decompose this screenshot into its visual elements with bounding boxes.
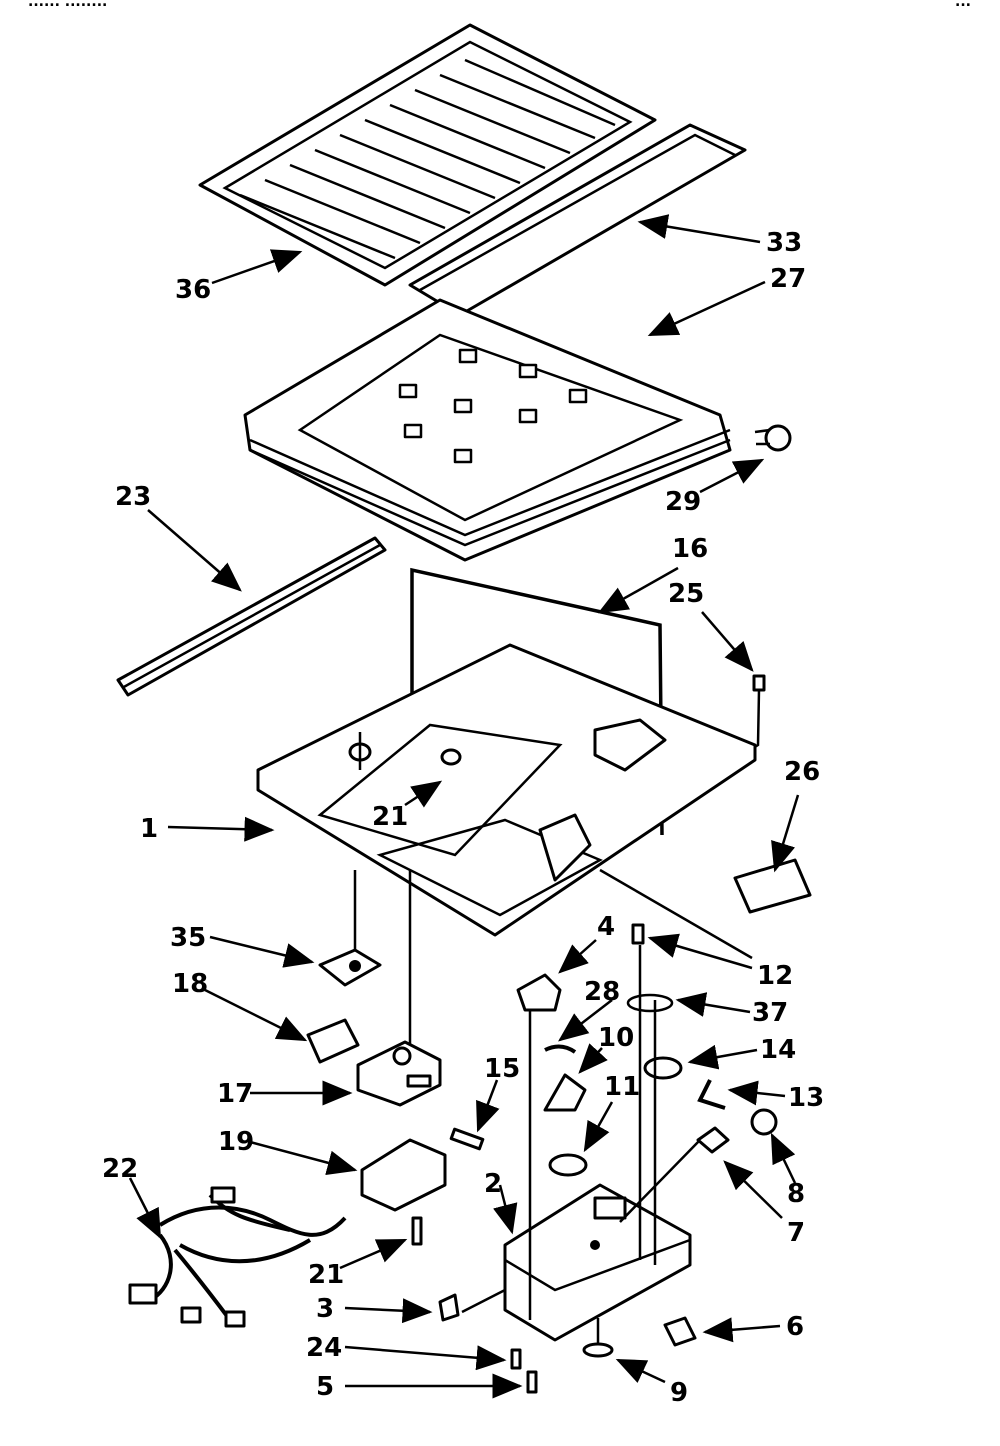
label-27: 27 bbox=[770, 264, 806, 294]
label-21b: 21 bbox=[308, 1260, 344, 1290]
label-10: 10 bbox=[598, 1023, 634, 1053]
label-13: 13 bbox=[788, 1083, 824, 1113]
label-35: 35 bbox=[170, 923, 206, 953]
ring-37 bbox=[626, 993, 674, 1013]
bracket-2 bbox=[503, 945, 692, 1342]
part-8 bbox=[750, 1108, 778, 1136]
label-8: 8 bbox=[787, 1179, 805, 1209]
label-33: 33 bbox=[766, 228, 802, 258]
part-7 bbox=[696, 1126, 730, 1154]
label-4: 4 bbox=[597, 912, 615, 942]
part-labels: 36 33 27 29 23 16 25 26 1 21 35 4 12 18 … bbox=[102, 228, 824, 1408]
header-right: ... bbox=[955, 0, 971, 10]
label-5: 5 bbox=[316, 1372, 334, 1402]
shelf-36 bbox=[198, 23, 657, 287]
control-17 bbox=[356, 870, 442, 1107]
part-11 bbox=[548, 1153, 588, 1177]
part-28 bbox=[544, 1044, 577, 1054]
base-1 bbox=[256, 643, 757, 937]
label-24: 24 bbox=[306, 1333, 342, 1363]
strip-23 bbox=[116, 536, 387, 697]
label-25: 25 bbox=[668, 579, 704, 609]
screw-24 bbox=[510, 1348, 522, 1370]
label-12: 12 bbox=[757, 961, 793, 991]
screw-5 bbox=[526, 1370, 538, 1394]
label-15: 15 bbox=[484, 1054, 520, 1084]
screw-12 bbox=[631, 923, 645, 945]
part-15 bbox=[449, 1127, 485, 1151]
label-36: 36 bbox=[175, 275, 211, 305]
part-14 bbox=[643, 1056, 683, 1080]
label-23: 23 bbox=[115, 482, 151, 512]
label-28: 28 bbox=[584, 977, 620, 1007]
label-37: 37 bbox=[752, 998, 788, 1028]
label-21a: 21 bbox=[372, 802, 408, 832]
clip-29 bbox=[754, 424, 792, 452]
switch-18 bbox=[306, 1018, 360, 1064]
label-7: 7 bbox=[787, 1218, 805, 1248]
part-6 bbox=[663, 1316, 697, 1347]
part-10 bbox=[543, 1073, 587, 1112]
part-3 bbox=[438, 1293, 460, 1322]
label-3: 3 bbox=[316, 1294, 334, 1324]
label-18: 18 bbox=[172, 969, 208, 999]
label-22: 22 bbox=[102, 1154, 138, 1184]
label-19: 19 bbox=[218, 1127, 254, 1157]
bracket-35 bbox=[318, 870, 382, 987]
leader-lines bbox=[128, 214, 800, 1399]
bracket-26 bbox=[733, 858, 812, 914]
header-left: ...... ........ bbox=[28, 0, 107, 10]
label-11: 11 bbox=[604, 1072, 640, 1102]
foot-9 bbox=[582, 1342, 614, 1358]
label-6: 6 bbox=[786, 1312, 804, 1342]
label-2: 2 bbox=[484, 1169, 502, 1199]
part-4 bbox=[516, 973, 562, 1012]
label-1: 1 bbox=[140, 814, 158, 844]
label-29: 29 bbox=[665, 487, 701, 517]
label-17: 17 bbox=[217, 1079, 253, 1109]
label-26: 26 bbox=[784, 757, 820, 787]
label-14: 14 bbox=[760, 1035, 796, 1065]
bracket-19 bbox=[360, 1138, 447, 1212]
tray-27 bbox=[243, 298, 732, 562]
label-9: 9 bbox=[670, 1378, 688, 1408]
harness-22 bbox=[128, 1186, 347, 1328]
screw-21b bbox=[411, 1216, 423, 1246]
part-13 bbox=[697, 1079, 726, 1110]
header-mid: ' bbox=[500, 0, 504, 10]
label-16: 16 bbox=[672, 534, 708, 564]
